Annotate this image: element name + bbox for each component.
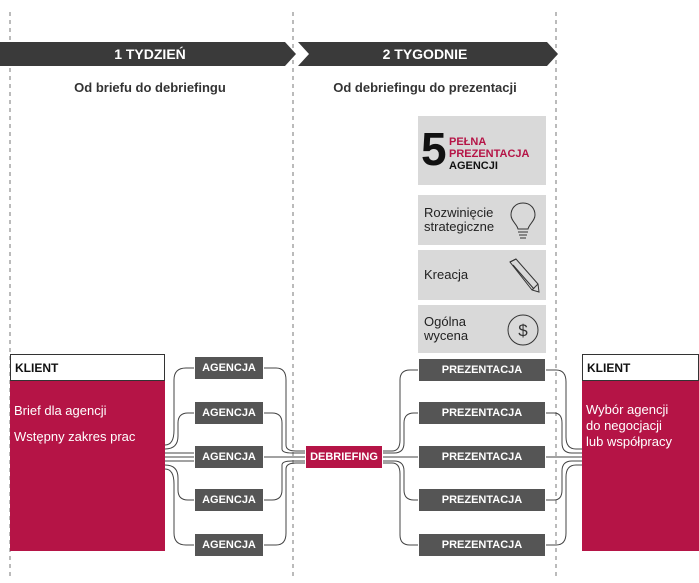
badge-number: 5 — [421, 123, 447, 175]
phase-arrows — [0, 42, 558, 66]
phase-2-subtitle: Od debriefingu do prezentacji — [333, 80, 517, 95]
client-right-line-3: lub współpracy — [586, 434, 672, 449]
agency-presentation-badge: 5 PEŁNA PREZENTACJA AGENCJI — [418, 116, 546, 185]
badge-line-3: AGENCJI — [449, 160, 498, 172]
debriefing-box: DEBRIEFING — [305, 445, 383, 469]
agency-box: AGENCJA — [194, 401, 264, 425]
step-pricing-label-2: wycena — [424, 328, 469, 343]
phase-arrow-2 — [298, 42, 558, 66]
agency-box: AGENCJA — [194, 488, 264, 512]
presentation-box: PREZENTACJA — [418, 358, 546, 382]
agency-box: AGENCJA — [194, 445, 264, 469]
client-right-panel: Wybór agencji do negocjacji lub współpra… — [582, 381, 699, 551]
badge-line-2: PREZENTACJA — [449, 148, 530, 160]
badge-line-1: PEŁNA — [449, 136, 487, 148]
presentation-box: PREZENTACJA — [418, 401, 546, 425]
agency-box: AGENCJA — [194, 356, 264, 380]
phase-1-title: 1 TYDZIEŃ — [114, 46, 186, 62]
dollar-coin-icon: $ — [507, 314, 539, 346]
lightbulb-icon — [510, 202, 536, 239]
svg-text:$: $ — [518, 321, 528, 340]
phase-1-subtitle: Od briefu do debriefingu — [74, 80, 226, 95]
step-strategy: Rozwinięcie strategiczne — [418, 195, 546, 245]
pencil-icon — [509, 258, 540, 293]
presentation-box: PREZENTACJA — [418, 445, 546, 469]
client-left-panel: Brief dla agencji Wstępny zakres prac — [10, 381, 165, 551]
step-pricing: Ogólna wycena $ — [418, 305, 546, 353]
presentation-box: PREZENTACJA — [418, 533, 546, 557]
step-creation-label: Kreacja — [424, 267, 469, 282]
step-creation: Kreacja — [418, 250, 546, 300]
client-right-title: KLIENT — [582, 354, 699, 381]
step-strategy-label-1: Rozwinięcie — [424, 205, 494, 220]
client-left-title: KLIENT — [10, 354, 165, 381]
phase-arrow-1 — [0, 42, 296, 66]
agency-box: AGENCJA — [194, 533, 264, 557]
presentation-box: PREZENTACJA — [418, 488, 546, 512]
client-left-line-1: Brief dla agencji — [14, 403, 107, 418]
client-right-line-2: do negocjacji — [586, 418, 662, 433]
client-right-line-1: Wybór agencji — [586, 402, 669, 417]
step-pricing-label-1: Ogólna — [424, 314, 466, 329]
step-strategy-label-2: strategiczne — [424, 219, 495, 234]
phase-2-title: 2 TYGODNIE — [382, 46, 468, 62]
client-left-line-2: Wstępny zakres prac — [14, 429, 136, 444]
